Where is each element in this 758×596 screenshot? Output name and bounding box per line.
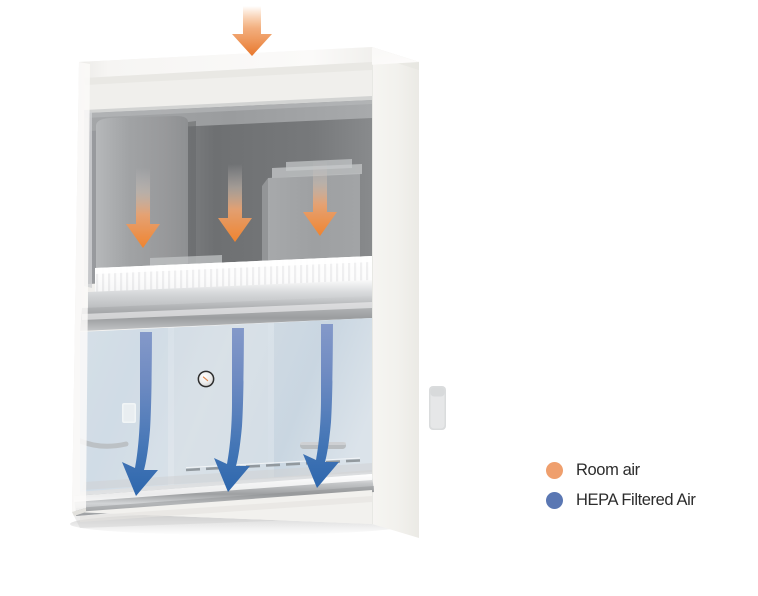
- room-air-swatch-icon: [546, 461, 563, 479]
- legend-item-room-air: Room air: [546, 455, 746, 485]
- hepa-filtered-air-swatch-icon: [546, 491, 563, 509]
- hepa-arrow-2: [214, 328, 250, 492]
- legend-label-hepa-filtered-air: HEPA Filtered Air: [576, 490, 696, 509]
- side-panel-handle[interactable]: [429, 386, 446, 430]
- room-air-arrow-3: [303, 160, 337, 236]
- hepa-arrow-3: [303, 324, 339, 488]
- hepa-arrow-1: [122, 332, 158, 496]
- pressure-gauge: [197, 370, 215, 388]
- cabinet-side-panel: [372, 47, 419, 538]
- room-air-arrow-2: [218, 164, 252, 242]
- legend: Room air HEPA Filtered Air: [546, 455, 746, 515]
- room-air-intake-arrow: [232, 6, 272, 56]
- legend-label-room-air: Room air: [576, 460, 640, 479]
- room-air-arrow-1: [126, 168, 160, 248]
- filter-frame-rail: [88, 280, 372, 312]
- legend-item-hepa-filtered-air: HEPA Filtered Air: [546, 485, 746, 515]
